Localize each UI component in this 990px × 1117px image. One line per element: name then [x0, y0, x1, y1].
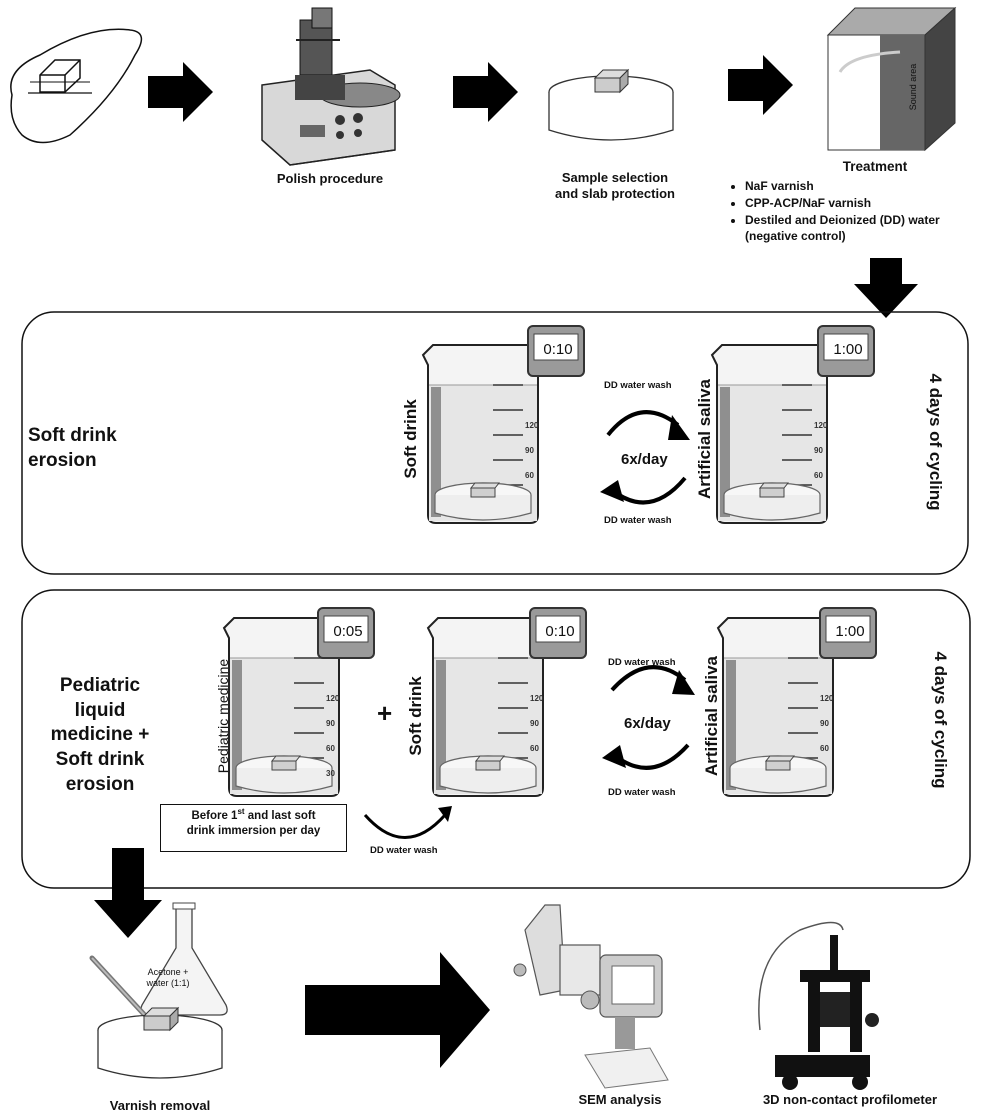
note-text: soft: [294, 809, 316, 822]
profilometer-icon: [758, 921, 879, 1090]
note-box: Before 1st and last soft drink immersion…: [160, 804, 347, 852]
tick-label: 60: [525, 471, 534, 480]
sample-selection-label: Sample selection and slab protection: [555, 170, 675, 202]
arrowhead-icon: [668, 415, 690, 440]
tick-label: 90: [525, 446, 534, 455]
wash-label: DD water wash: [604, 515, 672, 526]
wash-label: DD water wash: [608, 787, 676, 798]
arrowhead-icon: [438, 806, 452, 822]
treatment-item: NaF varnish: [745, 178, 990, 195]
duration-label: 4 days of cycling: [931, 651, 950, 789]
treatment-item: Destiled and Deionized (DD) water: [745, 212, 990, 229]
tick-label: 60: [530, 744, 539, 753]
arrowhead-icon: [600, 480, 624, 502]
beaker-label: Pediatric medicine: [215, 658, 231, 774]
tick-label: 60: [814, 471, 823, 480]
beaker-icon: [422, 344, 544, 524]
plus-sign: +: [377, 698, 393, 728]
beaker-label: Soft drink: [406, 676, 425, 756]
tick-label: 120: [814, 421, 828, 430]
note-text: Before 1: [191, 809, 238, 822]
wash-label: DD water wash: [370, 845, 438, 856]
tick-label: 120: [525, 421, 539, 430]
treatment-item: CPP-ACP/NaF varnish: [745, 195, 990, 212]
sample-dish-icon: [97, 1006, 223, 1079]
wash-label: DD water wash: [604, 380, 672, 391]
tick-label: 90: [530, 719, 539, 728]
panel-title: Pediatric liquid medicine + Soft drink e…: [50, 675, 150, 795]
note-text: and last: [244, 809, 292, 822]
arrow-right-icon: [728, 55, 793, 115]
beaker-label: Artificial saliva: [695, 379, 714, 500]
arrow-right-icon: [305, 952, 490, 1068]
flask-label: Acetone + water (1:1): [146, 967, 190, 988]
tick-label: 60: [326, 744, 335, 753]
timer-readout: 0:10: [545, 623, 575, 640]
polish-procedure-label: Polish procedure: [276, 171, 384, 186]
timer-readout: 0:10: [543, 341, 573, 358]
wash-arrow-icon: [363, 814, 447, 839]
tick-label: 60: [820, 744, 829, 753]
beaker-label: Artificial saliva: [702, 656, 721, 777]
note-superscript: st: [237, 807, 245, 816]
flask-icon: [140, 902, 228, 1016]
sem-microscope-icon: [513, 904, 669, 1089]
tick-label: 120: [326, 694, 340, 703]
wash-label: DD water wash: [608, 657, 676, 668]
timer-readout: 1:00: [835, 623, 865, 640]
beaker-label: Soft drink: [401, 399, 420, 479]
polisher-machine-icon: [261, 7, 401, 166]
tick-label: 120: [530, 694, 544, 703]
tooth-sketch-icon: [10, 28, 143, 144]
tick-label: 90: [326, 719, 335, 728]
frequency-label: 6x/day: [624, 715, 671, 732]
beaker-icon: [711, 344, 833, 524]
sound-area-label: Sound area: [908, 63, 918, 111]
soft-drink-erosion-panel: [21, 311, 969, 575]
arrow-right-icon: [148, 62, 213, 122]
brush-icon: [89, 955, 155, 1026]
timer-readout: 0:05: [333, 623, 363, 640]
arrowhead-icon: [602, 745, 626, 768]
arrow-right-icon: [453, 62, 518, 122]
tick-label: 90: [820, 719, 829, 728]
treatment-label: Treatment: [842, 159, 908, 174]
tick-label: 90: [814, 446, 823, 455]
sem-analysis-label: SEM analysis: [578, 1092, 662, 1107]
treatment-list: NaF varnish CPP-ACP/NaF varnish Destiled…: [727, 178, 990, 245]
arrowhead-icon: [672, 670, 695, 695]
arrow-down-icon: [854, 258, 918, 318]
varnish-removal-label: Varnish removal: [109, 1098, 211, 1113]
panel-title: Soft drink erosion: [28, 425, 117, 471]
sample-dish-icon: [548, 68, 674, 141]
tick-label: 30: [326, 769, 335, 778]
pediatric-medicine-panel: [21, 589, 971, 889]
frequency-label: 6x/day: [621, 451, 668, 468]
tick-label: 120: [820, 694, 834, 703]
duration-label: 4 days of cycling: [926, 373, 945, 511]
arrow-down-icon: [94, 848, 162, 938]
treatment-item: (negative control): [745, 229, 846, 244]
note-text: drink immersion per day: [186, 825, 321, 838]
profilometer-label: 3D non-contact profilometer: [762, 1092, 938, 1107]
treatment-cube-icon: [826, 6, 957, 152]
timer-readout: 1:00: [833, 341, 863, 358]
